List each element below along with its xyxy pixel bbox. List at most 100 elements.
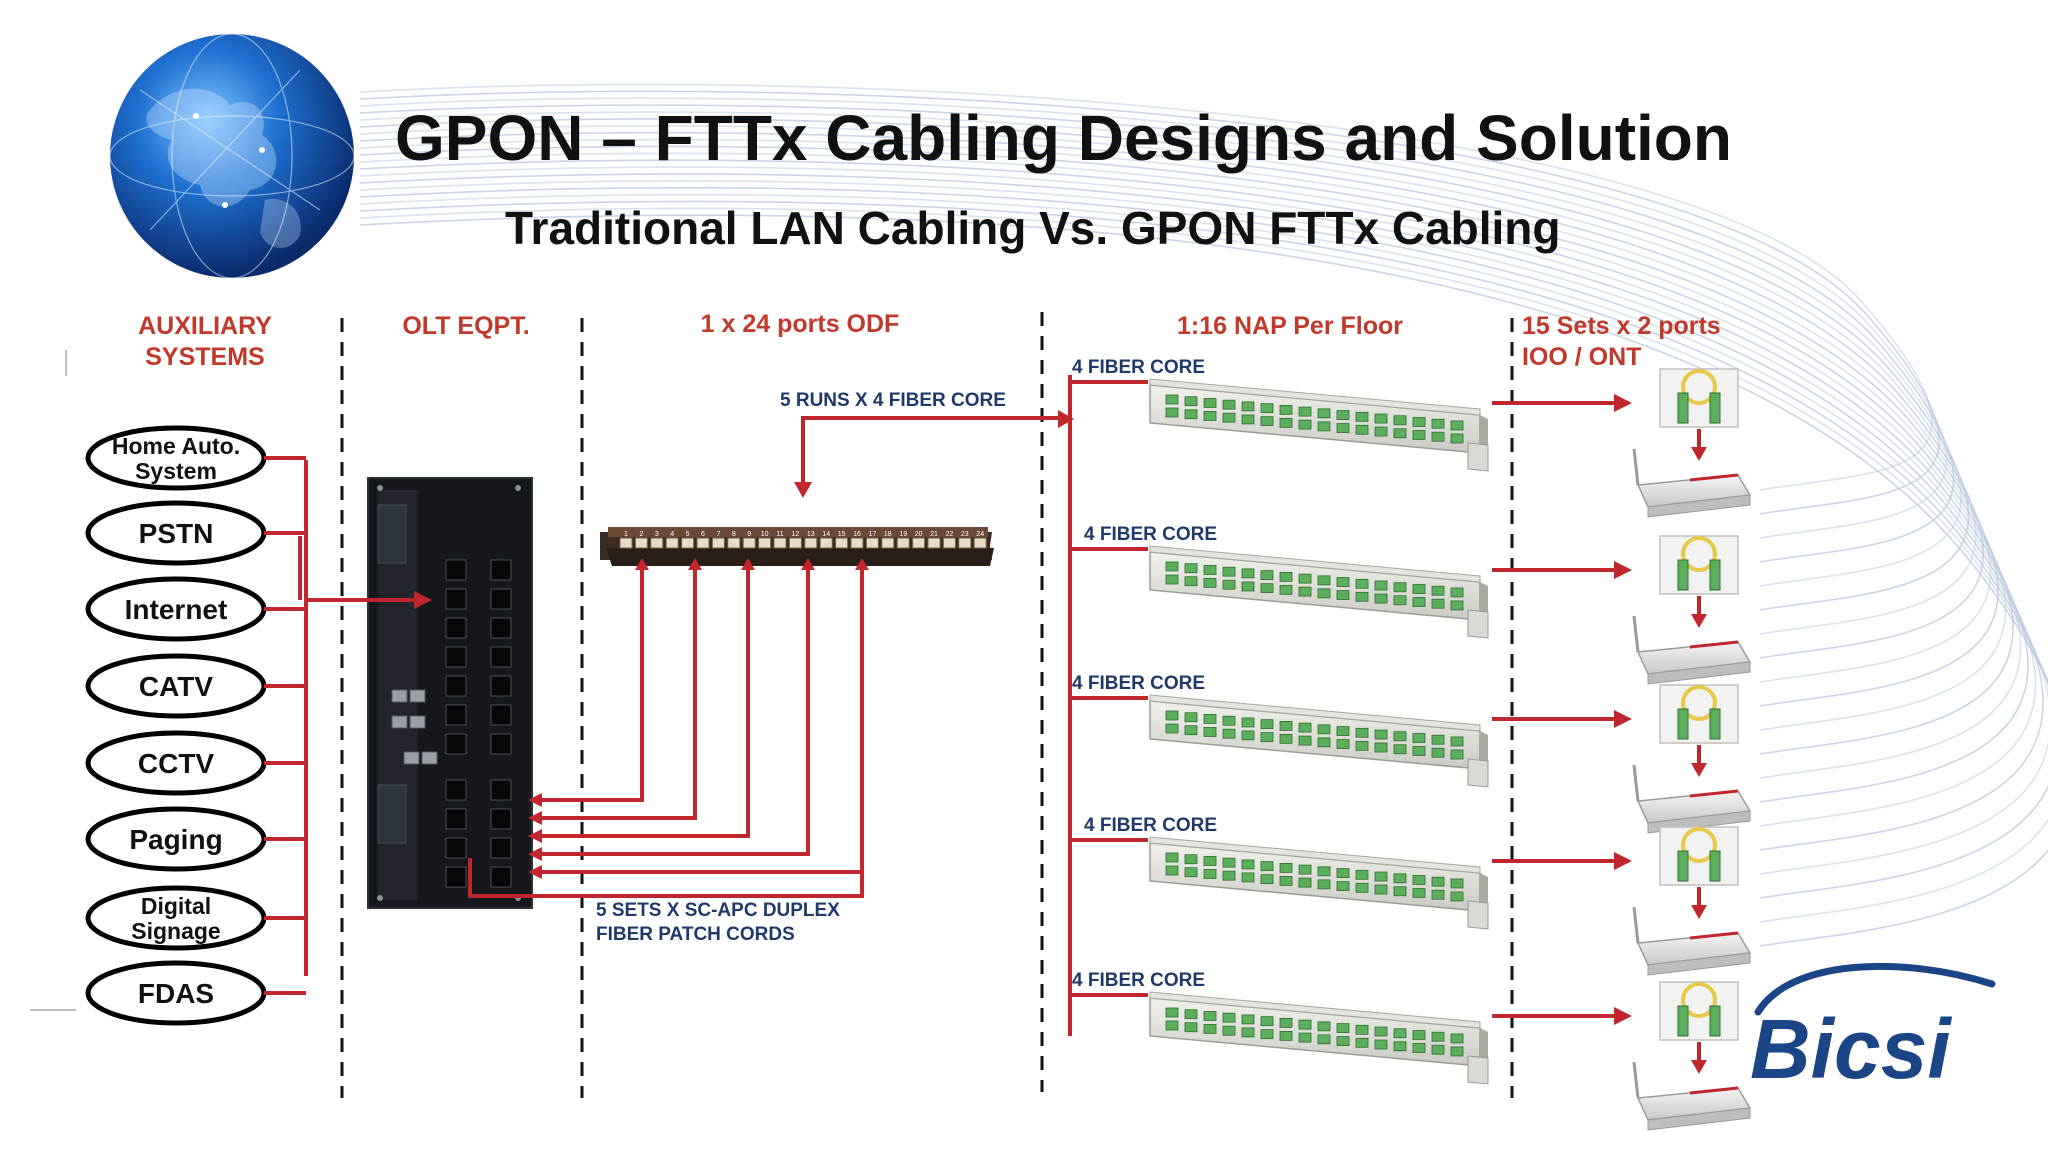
ioo-to-ont-arrowhead xyxy=(1691,1060,1707,1074)
odf-port-number: 4 xyxy=(670,531,674,538)
swoosh-line xyxy=(359,186,2044,851)
olt-port xyxy=(490,808,512,830)
nap-port xyxy=(1336,726,1350,736)
patch-cord-arrow-left xyxy=(528,811,542,825)
nap-port xyxy=(1279,1017,1293,1028)
olt-chassis xyxy=(367,477,533,909)
nap-port xyxy=(1222,857,1236,868)
aux-system-label: Digital xyxy=(141,893,211,919)
odf-port-number: 16 xyxy=(853,531,861,538)
olt-port xyxy=(445,559,467,581)
aux-system-label: Paging xyxy=(129,824,222,855)
swoosh-line xyxy=(359,180,2037,827)
nap-port xyxy=(1450,1033,1464,1044)
aux-system-label: Internet xyxy=(125,594,228,625)
patch-cord xyxy=(536,566,644,802)
nap-port xyxy=(1298,877,1312,888)
aux-system-item: PSTN xyxy=(85,500,267,566)
fiber-core-label: 4 FIBER CORE xyxy=(1084,815,1217,836)
odf-port xyxy=(758,537,772,549)
aux-system-item: Internet xyxy=(85,576,267,642)
nap-port xyxy=(1279,417,1293,428)
nap-port xyxy=(1393,415,1407,426)
nap-port xyxy=(1412,1043,1426,1053)
nap-port xyxy=(1317,879,1331,890)
ont-router-icon xyxy=(1632,615,1752,685)
nap-port xyxy=(1222,728,1236,739)
nap-port xyxy=(1241,717,1255,728)
nap-port xyxy=(1165,723,1179,734)
nap-port xyxy=(1450,433,1464,444)
swoosh-line xyxy=(359,90,1940,515)
patch-cord xyxy=(536,566,697,820)
nap-port xyxy=(1203,856,1217,866)
nap-port xyxy=(1260,416,1274,427)
nap-port xyxy=(1393,731,1407,742)
odf-port xyxy=(973,537,987,549)
nap-port xyxy=(1241,414,1255,425)
nap-port xyxy=(1355,591,1369,602)
swoosh-line xyxy=(359,118,1969,611)
nap-port xyxy=(1393,873,1407,884)
swoosh-line xyxy=(359,200,2048,899)
odf-port xyxy=(912,537,926,549)
nap-port xyxy=(1260,403,1274,414)
nap-port xyxy=(1431,598,1445,609)
ont-router-icon xyxy=(1632,764,1752,834)
bicsi-logo: Bicsi xyxy=(1750,962,1996,1096)
nap-port xyxy=(1450,736,1464,747)
nap-port xyxy=(1355,740,1369,751)
header-odf: 1 x 24 ports ODF xyxy=(701,310,900,338)
nap-rack-unit xyxy=(1149,545,1489,639)
patch-cord xyxy=(536,566,864,874)
odf-port-number: 7 xyxy=(716,531,720,538)
odf-port xyxy=(804,537,818,549)
olt-port xyxy=(445,617,467,639)
aux-system-item: Paging xyxy=(85,806,267,872)
aux-system-item: FDAS xyxy=(85,960,267,1026)
nap-port xyxy=(1184,1009,1198,1020)
nap-port xyxy=(1450,749,1464,760)
ont-router-icon xyxy=(1632,448,1752,518)
swoosh-line xyxy=(359,97,1947,539)
nap-port xyxy=(1279,862,1293,873)
nap-port xyxy=(1184,409,1198,420)
olt-eth-port xyxy=(403,751,420,765)
nap-to-ont-arrowhead xyxy=(1614,852,1632,870)
olt-port xyxy=(490,675,512,697)
nap-port xyxy=(1450,600,1464,611)
olt-port xyxy=(445,675,467,697)
nap-to-ont-arrowhead xyxy=(1614,561,1632,579)
nap-port xyxy=(1431,734,1445,745)
nap-port xyxy=(1393,886,1407,897)
nap-port xyxy=(1203,411,1217,421)
nap-port xyxy=(1184,563,1198,574)
nap-port xyxy=(1260,570,1274,581)
patch-cords-label-line1: 5 SETS X SC-APC DUPLEX xyxy=(596,900,840,921)
nap-port xyxy=(1317,1034,1331,1045)
aux-system-label: PSTN xyxy=(139,518,214,549)
nap-port xyxy=(1298,573,1312,584)
nap-port xyxy=(1165,865,1179,876)
nap-port xyxy=(1241,872,1255,883)
nap-port xyxy=(1374,729,1388,740)
odf-port-number: 3 xyxy=(655,531,659,538)
swoosh-line xyxy=(359,104,1955,563)
nap-port xyxy=(1393,1041,1407,1052)
nap-port xyxy=(1222,1025,1236,1036)
patch-cord-arrow-up xyxy=(741,558,755,570)
nap-to-ont-arrowhead xyxy=(1614,710,1632,728)
fiber-core-label: 4 FIBER CORE xyxy=(1084,524,1217,545)
olt-port xyxy=(445,704,467,726)
nap-port xyxy=(1184,576,1198,587)
nap-port xyxy=(1203,565,1217,575)
nap-port xyxy=(1184,867,1198,878)
nap-port xyxy=(1374,1039,1388,1050)
nap-port xyxy=(1241,1014,1255,1025)
odf-port-number: 5 xyxy=(686,531,690,538)
header-auxiliary-line1: AUXILIARY xyxy=(138,312,272,340)
nap-port xyxy=(1336,881,1350,891)
olt-eth-port xyxy=(421,751,438,765)
